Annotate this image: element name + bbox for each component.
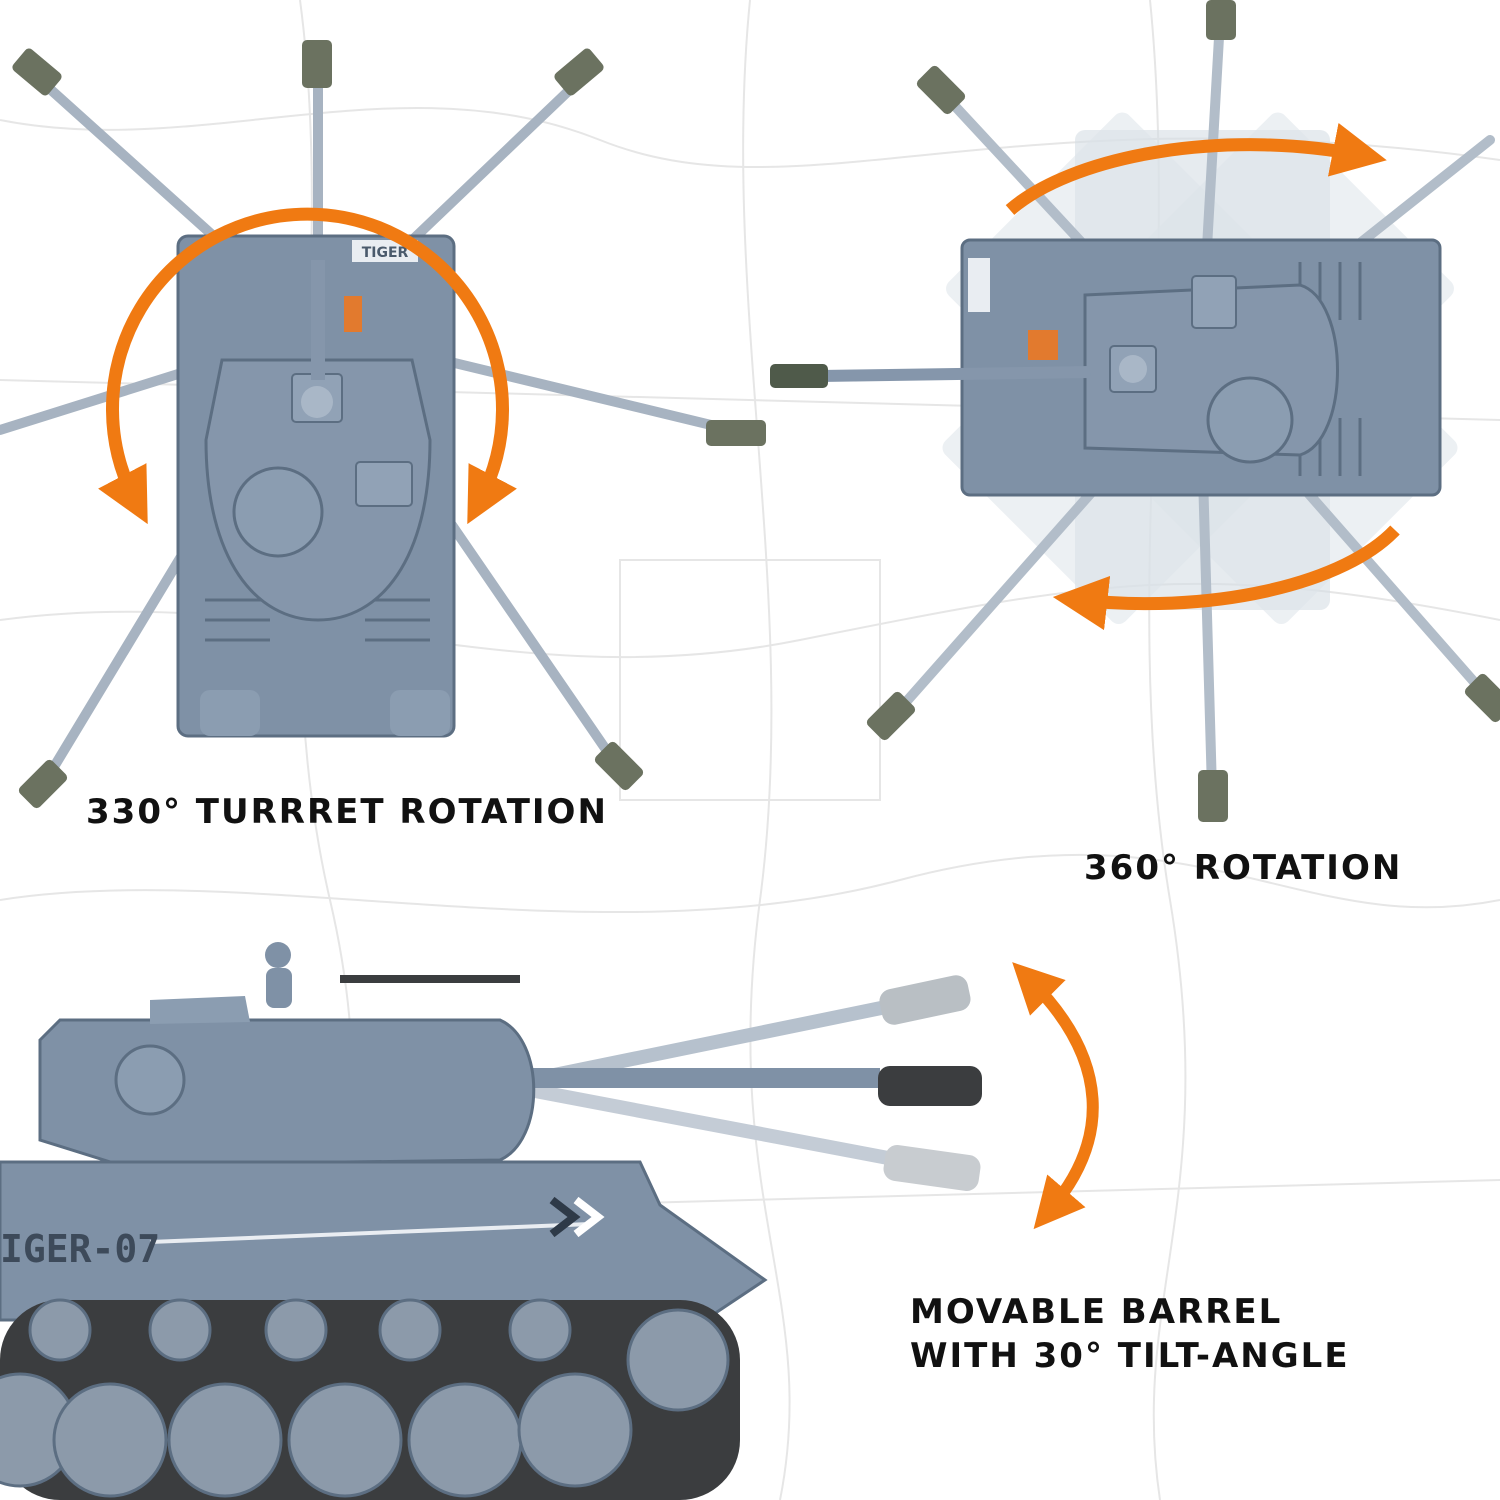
barrel-caption-line1: MOVABLE BARREL	[910, 1292, 1283, 1332]
turret-rotation-caption: 330° TURRRET ROTATION	[86, 792, 608, 832]
full-rotation-view	[770, 0, 1500, 822]
turret-rotation-view: TIGER	[0, 40, 766, 809]
top-view-tiger-label: TIGER	[362, 245, 409, 261]
barrel-caption-line2: WITH 30° TILT-ANGLE	[910, 1336, 1350, 1377]
full-rotation-caption: 360° ROTATION	[1084, 848, 1403, 888]
side-tiger-label: IGER-07	[0, 1227, 160, 1271]
side-view-tank: IGER-07	[0, 942, 1099, 1500]
barrel-tilt-caption: MOVABLE BARREL WITH 30° TILT-ANGLE	[910, 1290, 1350, 1378]
